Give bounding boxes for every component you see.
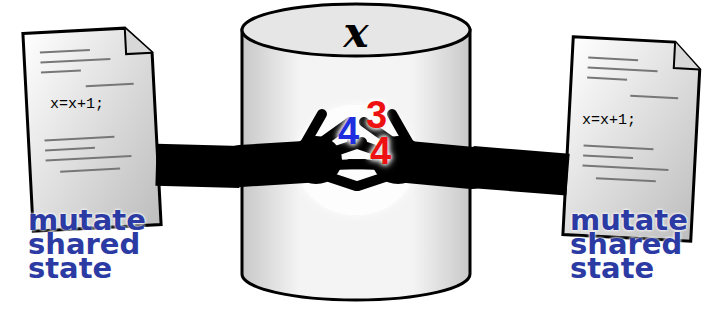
text-line — [587, 78, 627, 80]
text-line — [584, 145, 654, 149]
text-line — [41, 70, 81, 72]
code-line: x=x+1; — [50, 96, 104, 113]
value-label: 4 — [338, 112, 359, 150]
code-line: x=x+1; — [582, 112, 636, 129]
caption-heading: mutate shared state — [570, 208, 700, 280]
text-line — [596, 178, 656, 181]
text-line — [583, 155, 633, 158]
text-line — [588, 68, 658, 72]
document-page — [23, 27, 161, 231]
value-label: 3 — [366, 96, 387, 134]
text-line — [630, 96, 678, 99]
text-line — [86, 84, 134, 87]
text-line — [45, 148, 95, 151]
text-line — [588, 58, 638, 61]
node-outline — [28, 30, 156, 228]
folded-corner — [674, 42, 701, 69]
text-line — [45, 137, 115, 141]
folded-corner — [125, 27, 152, 54]
hands — [240, 105, 472, 215]
text-line — [40, 50, 90, 53]
caption-heading: mutate shared state — [28, 208, 158, 280]
text-line — [60, 169, 120, 172]
value-label: 4 — [370, 132, 391, 170]
text-line — [40, 59, 110, 63]
variable-name: x — [240, 8, 472, 57]
code-document: x=x+1;mutate shared state — [28, 30, 156, 228]
text-line — [46, 156, 132, 161]
text-line — [583, 165, 669, 170]
code-document: x=x+1;mutate shared state — [568, 40, 696, 238]
